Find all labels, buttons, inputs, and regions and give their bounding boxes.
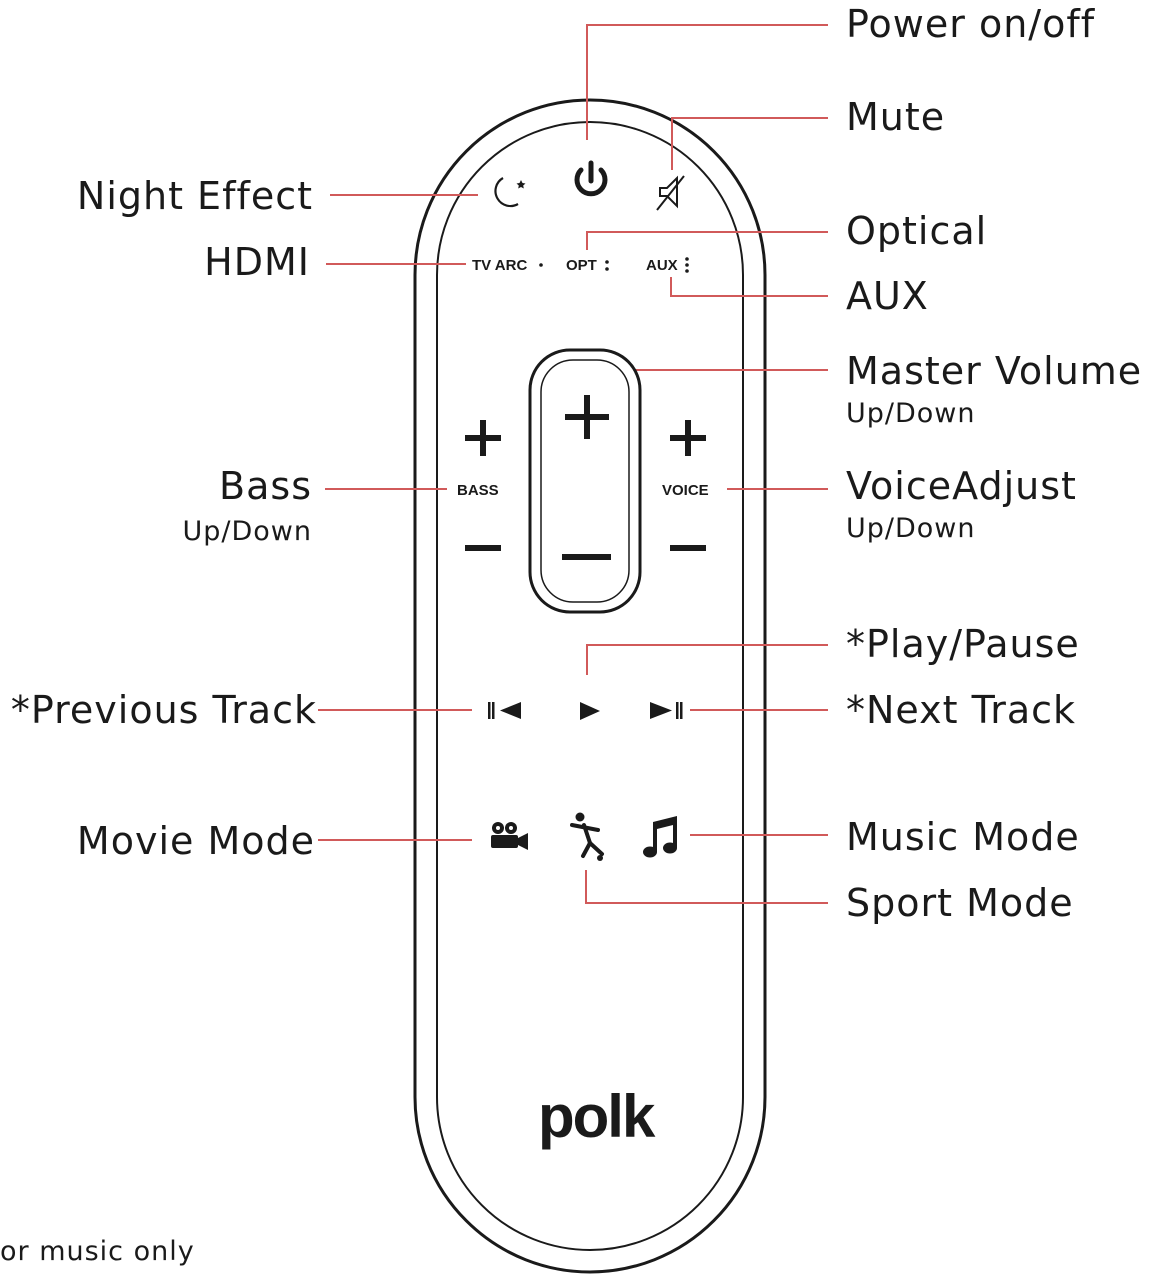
callout-voice-adjust-sub: Up/Down (846, 513, 976, 544)
callout-optical: Optical (846, 209, 987, 253)
voice-label: VOICE (662, 482, 709, 499)
callout-sport-mode: Sport Mode (846, 881, 1074, 925)
input-opt-label[interactable]: OPT (566, 257, 597, 274)
master-volume-rocker[interactable] (528, 348, 642, 614)
callout-play-pause: *Play/Pause (846, 622, 1080, 666)
input-tv-arc-label[interactable]: TV ARC (472, 257, 527, 274)
next-track-icon[interactable] (650, 702, 683, 719)
input-aux-label[interactable]: AUX (646, 257, 678, 274)
leader-aux (670, 277, 828, 297)
polk-logo: polk (538, 1083, 656, 1150)
leader-sport-mode (585, 870, 828, 904)
callout-movie-mode: Movie Mode (77, 819, 315, 863)
power-icon[interactable] (574, 160, 608, 197)
leader-optical (586, 231, 828, 250)
leader-mute (671, 117, 828, 170)
music-mode-icon[interactable] (643, 816, 677, 858)
remote-body (413, 98, 767, 1274)
bass-up-icon[interactable] (465, 420, 501, 456)
master-volume-up-icon[interactable] (565, 395, 609, 439)
callout-bass: Bass (219, 464, 312, 508)
footnote: or music only (0, 1236, 195, 1267)
callout-master-volume: Master Volume (846, 349, 1142, 393)
movie-mode-icon[interactable] (491, 822, 528, 850)
callout-aux: AUX (846, 274, 929, 318)
callout-voice-adjust: VoiceAdjust (846, 464, 1077, 508)
callout-music-mode: Music Mode (846, 815, 1080, 859)
sport-mode-icon[interactable] (570, 812, 604, 862)
callout-next-track: *Next Track (846, 688, 1076, 732)
callout-bass-sub: Up/Down (182, 516, 312, 547)
bass-label: BASS (457, 482, 499, 499)
night-effect-icon[interactable] (494, 177, 526, 208)
callout-mute: Mute (846, 95, 945, 139)
callout-previous-track: *Previous Track (11, 688, 317, 732)
leader-play-pause (586, 644, 828, 675)
leader-lines (318, 24, 828, 904)
voice-up-icon[interactable] (670, 420, 706, 456)
callout-master-volume-sub: Up/Down (846, 398, 976, 429)
previous-track-icon[interactable] (488, 702, 521, 719)
play-icon[interactable] (580, 702, 600, 720)
callout-hdmi: HDMI (204, 240, 310, 284)
callout-power: Power on/off (846, 2, 1096, 46)
callout-night-effect: Night Effect (77, 174, 313, 218)
tv-arc-dot (539, 263, 543, 267)
mute-icon[interactable] (656, 175, 685, 211)
leader-power (586, 24, 828, 140)
